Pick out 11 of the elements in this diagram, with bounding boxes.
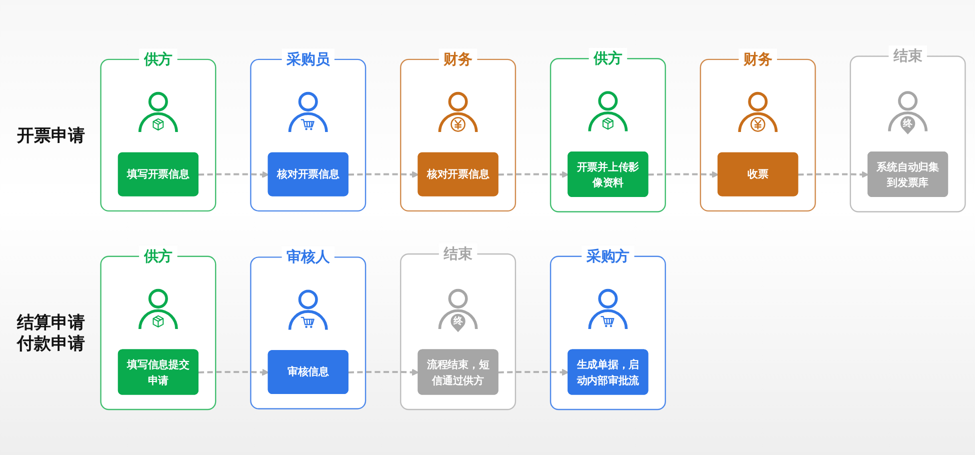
- row-label: 付款申请: [16, 332, 85, 354]
- arrow: [198, 171, 269, 178]
- arrow: [798, 171, 869, 178]
- arrow: [498, 368, 569, 376]
- arrow: [648, 171, 719, 178]
- arrow: [348, 368, 419, 376]
- arrow: [498, 171, 569, 178]
- row-label: 开票申请: [16, 124, 85, 146]
- arrow: [198, 368, 269, 376]
- row-label: 结算申请: [16, 312, 85, 333]
- arrow: [348, 171, 419, 178]
